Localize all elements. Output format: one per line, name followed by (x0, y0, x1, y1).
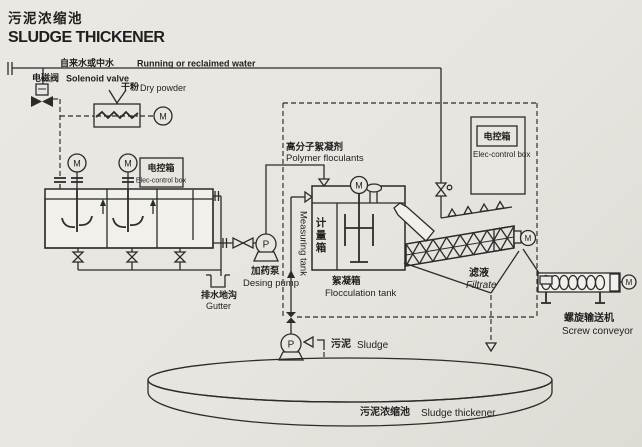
mixer-motors (67, 153, 138, 189)
spray-bar (440, 196, 513, 219)
conveyor-label-en: Screw conveyor (562, 326, 634, 337)
filtrate-funnel (403, 250, 520, 353)
water-supply-line (7, 62, 442, 183)
dissolving-tank (44, 188, 214, 249)
control-box1-label-cn: 电控箱 (147, 162, 174, 173)
dosing-pump-letter: P (263, 240, 270, 251)
gutter-label-cn: 排水地沟 (201, 289, 237, 300)
control-box-2 (470, 116, 526, 195)
sludge-pump-icon (277, 333, 305, 361)
dry-powder-feeder (93, 89, 154, 128)
control-box2-label-en: Elec-control box (473, 150, 530, 159)
dosing-pump-label-en: Desing pump (243, 278, 299, 289)
mixer2-motor-letter: M (124, 159, 132, 169)
control-box1-label-en: Elec-control box (136, 178, 187, 185)
polymer-label-cn: 高分子絮凝剂 (286, 141, 343, 153)
feeder-motor-icon (153, 106, 173, 126)
thickener-label-cn: 污泥浓缩池 (360, 405, 410, 418)
solenoid-dashed-line (53, 98, 94, 189)
press-motor-icon (519, 229, 537, 247)
solenoid-label-cn: 电磁阀 (32, 72, 59, 83)
conveyor-motor-letter: M (626, 278, 633, 287)
flocculation-label-cn: 絮凝箱 (332, 275, 361, 287)
page-title-cn: 污泥浓缩池 (8, 10, 83, 26)
sludge-label-cn: 污泥 (331, 337, 351, 350)
thickener-tank (147, 357, 553, 427)
dry-powder-label-en: Dry powder (140, 83, 186, 93)
drain-valves (71, 248, 221, 271)
discharge-chute (393, 202, 435, 242)
screw-press (405, 225, 522, 267)
mixer1-motor-icon (67, 153, 87, 173)
conveyor-label-cn: 螺旋输送机 (564, 311, 614, 324)
flocculator-motor-letter: M (355, 181, 363, 191)
sludge-pump-letter: P (288, 340, 295, 351)
filtrate-label-cn: 滤液 (469, 266, 489, 279)
mixer1-motor-letter: M (73, 159, 81, 169)
dosing-pump-icon (252, 233, 280, 262)
gutter-label-en: Gutter (206, 301, 231, 311)
overflow-to-gutter (213, 191, 222, 276)
press-motor-letter: M (525, 234, 532, 243)
control-box2-label-cn: 电控箱 (483, 131, 510, 142)
gutter-icon (206, 274, 230, 288)
sludge-suction (302, 335, 325, 358)
measuring-tank-inlet (291, 190, 314, 204)
screw-conveyor (537, 272, 622, 304)
solenoid-valve-icon (31, 83, 53, 107)
sludge-label-en: Sludge (357, 340, 389, 351)
press-discharge-line (522, 248, 540, 274)
sludge-valve-icon (286, 312, 296, 318)
control-dashed-lines (282, 102, 538, 318)
water-label-en: Running or reclaimed water (137, 59, 256, 69)
measuring-tank-label-cn: 计量箱 (314, 217, 327, 255)
dosing-pump-suction (213, 236, 256, 250)
polymer-dosing-line (265, 164, 331, 234)
polymer-label-en: Polymer floculants (286, 153, 364, 164)
flocculation-label-en: Flocculation tank (325, 288, 397, 299)
dry-powder-label-cn: 干粉 (121, 81, 139, 92)
control-box-1 (139, 157, 184, 188)
thickener-label-en: Sludge thickener (421, 408, 496, 419)
spray-water-valve-icon (434, 182, 453, 197)
sludge-riser (286, 197, 296, 334)
dosing-pump-label-cn: 加药泵 (250, 265, 280, 277)
solenoid-label-en: Solenoid valve (66, 74, 129, 84)
water-label-cn: 自来水或中水 (60, 57, 115, 68)
mixer2-motor-icon (118, 153, 138, 173)
measuring-tank-label-en: Measuring tank (297, 211, 309, 276)
flocculator-motor-icon (349, 175, 369, 195)
feeder-motor-letter: M (159, 112, 167, 122)
conveyor-motor-icon (621, 274, 637, 290)
filtrate-label-en: Filtrate (466, 280, 497, 291)
page-title-en: SLUDGE THICKENER (8, 29, 165, 46)
